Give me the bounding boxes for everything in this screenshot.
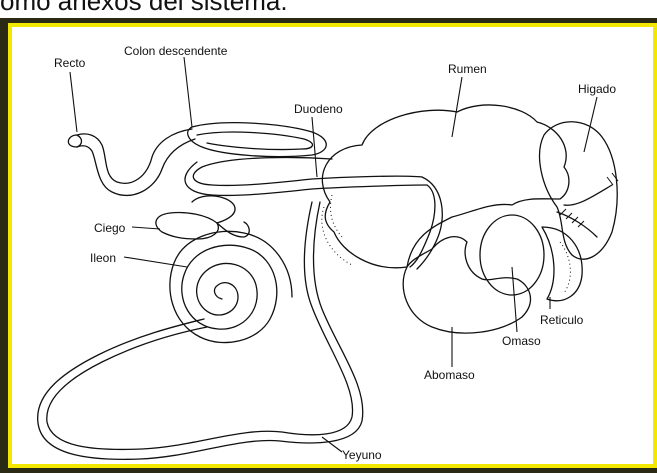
ciego-link xyxy=(217,222,249,237)
recto-organ xyxy=(68,135,81,147)
diagram-border: Recto Colon descendente Duodeno Rumen Hi… xyxy=(8,23,657,468)
ciego-cap xyxy=(192,196,235,223)
label-colon-descendente: Colon descendente xyxy=(124,44,228,58)
yeyuno-tube-2 xyxy=(38,202,363,459)
duodeno-tube xyxy=(193,157,422,185)
header-text: omo anexos del sistema. xyxy=(0,0,288,17)
diagram-frame: Recto Colon descendente Duodeno Rumen Hi… xyxy=(0,18,657,473)
colon-descendente-tube-2 xyxy=(77,139,195,195)
diagram-drawing: Recto Colon descendente Duodeno Rumen Hi… xyxy=(12,27,653,464)
label-yeyuno: Yeyuno xyxy=(342,448,382,462)
leader-ciego xyxy=(132,227,160,229)
duodeno-tube-inner xyxy=(185,162,427,195)
leader-duodeno xyxy=(312,117,317,177)
leader-colon xyxy=(184,57,192,127)
higado-organ xyxy=(540,122,618,259)
leader-recto xyxy=(70,72,77,132)
label-reticulo: Reticulo xyxy=(540,313,584,327)
label-ciego: Ciego xyxy=(94,221,126,235)
omaso-organ xyxy=(480,215,544,295)
label-abomaso: Abomaso xyxy=(424,368,475,382)
label-higado: Higado xyxy=(578,82,616,96)
ciego-organ xyxy=(156,212,218,239)
reticulo-organ xyxy=(542,227,582,301)
label-omaso: Omaso xyxy=(502,334,541,348)
label-rumen: Rumen xyxy=(448,62,487,76)
label-recto: Recto xyxy=(54,56,86,70)
leader-ileon xyxy=(124,257,187,267)
leader-rumen xyxy=(452,77,462,137)
ileon-spiral xyxy=(182,245,277,342)
label-duodeno: Duodeno xyxy=(294,102,343,116)
colon-loops-2 xyxy=(197,132,312,150)
digestive-system-diagram: Recto Colon descendente Duodeno Rumen Hi… xyxy=(12,27,653,464)
rumen-shading xyxy=(322,195,352,265)
label-ileon: Ileon xyxy=(90,251,116,265)
